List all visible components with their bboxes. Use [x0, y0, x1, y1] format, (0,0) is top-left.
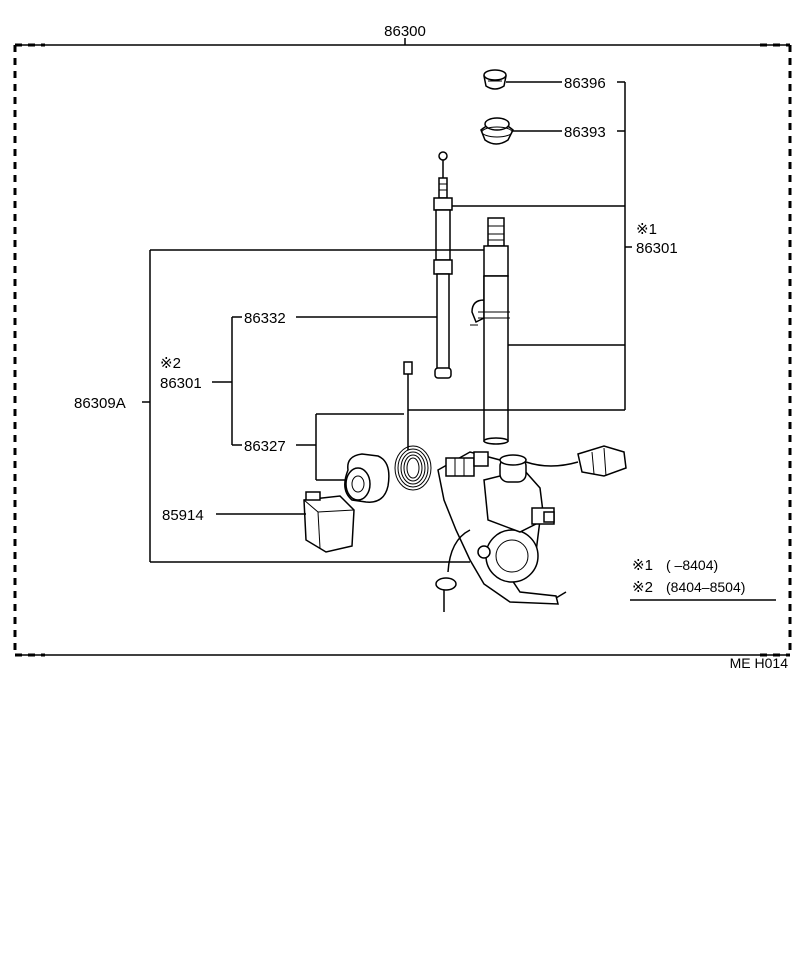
part-label-86396: 86396: [564, 75, 606, 92]
part-label-86301-note2: 86301: [160, 375, 202, 392]
drive-cable-drawing: [394, 361, 432, 491]
spool-drawing: [344, 453, 390, 503]
leader-lines: [142, 81, 632, 563]
legend-mark-2: ※2: [632, 579, 653, 596]
part-label-86393: 86393: [564, 124, 606, 141]
motor-assembly-drawing: [435, 445, 627, 612]
antenna-tube-drawing: [470, 217, 510, 445]
note1-mark: ※1: [636, 221, 657, 238]
diagram-frame: [13, 38, 792, 657]
relay-box-drawing: [303, 491, 355, 553]
part-label-86309A: 86309A: [74, 395, 126, 412]
legend-range-2: (8404–8504): [666, 579, 745, 595]
legend-mark-1: ※1: [632, 557, 653, 574]
cap-86396-drawing: [483, 69, 507, 90]
applicability-legend: ※1 ( –8404) ※2 (8404–8504): [630, 557, 776, 601]
legend-range-1: ( –8404): [666, 557, 718, 573]
illustration-code: ME H014: [730, 655, 789, 671]
antenna-mast-drawing: [433, 151, 453, 379]
part-label-85914: 85914: [162, 507, 204, 524]
part-label-86301-note1: 86301: [636, 240, 678, 257]
assembly-number: 86300: [384, 23, 426, 40]
part-label-86332: 86332: [244, 310, 286, 327]
grommet-86393-drawing: [480, 117, 514, 145]
note2-mark: ※2: [160, 355, 181, 372]
part-label-86327: 86327: [244, 438, 286, 455]
